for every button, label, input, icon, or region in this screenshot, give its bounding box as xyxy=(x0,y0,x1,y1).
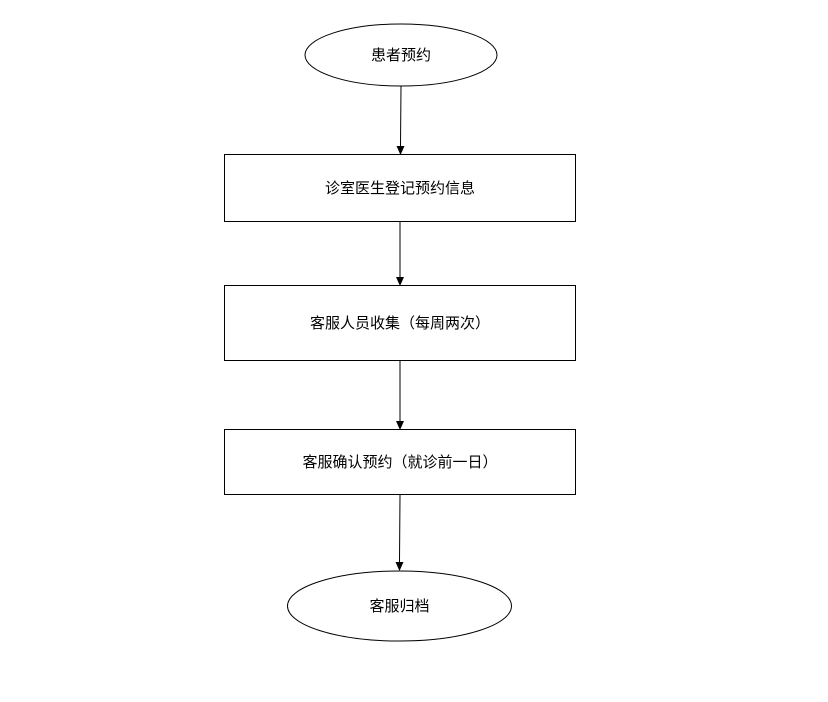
step-register-appointment-label: 诊室医生登记预约信息 xyxy=(325,179,475,197)
connector-start-to-step-1 xyxy=(400,85,402,147)
step-confirm-appointment: 客服确认预约（就诊前一日） xyxy=(224,429,576,495)
step-collect-appointments-box xyxy=(224,285,576,361)
arrowhead-end xyxy=(395,562,404,571)
start-node: 患者预约 xyxy=(304,23,498,87)
end-node: 客服归档 xyxy=(287,570,512,642)
start-node-ellipse xyxy=(304,23,498,87)
start-node-label: 患者预约 xyxy=(371,46,431,64)
connector-step-3-to-end xyxy=(399,494,401,563)
step-confirm-appointment-label: 客服确认预约（就诊前一日） xyxy=(302,453,497,471)
step-register-appointment-box xyxy=(224,154,576,222)
arrowhead-step-2 xyxy=(396,277,404,286)
end-node-label: 客服归档 xyxy=(369,597,429,615)
step-collect-appointments: 客服人员收集（每周两次） xyxy=(224,285,576,361)
end-node-ellipse xyxy=(287,570,512,642)
step-collect-appointments-label: 客服人员收集（每周两次） xyxy=(310,314,490,332)
step-confirm-appointment-box xyxy=(224,429,576,495)
step-register-appointment: 诊室医生登记预约信息 xyxy=(224,154,576,222)
arrowhead-step-3 xyxy=(396,421,404,430)
arrowhead-step-1 xyxy=(396,146,405,155)
